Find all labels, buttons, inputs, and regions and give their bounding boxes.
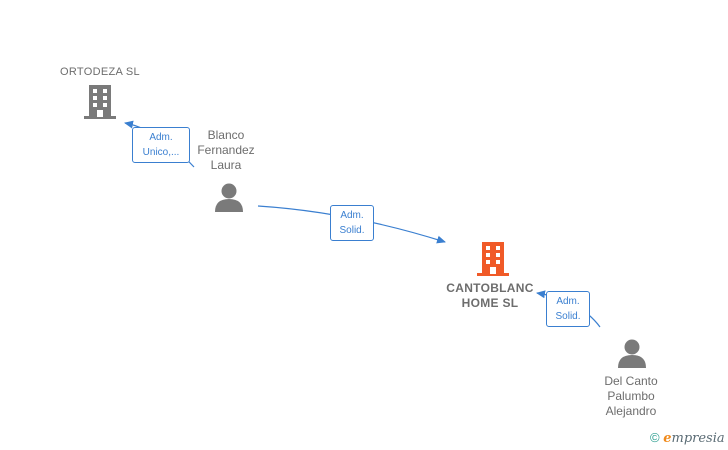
- company-label-ortodeza[interactable]: ORTODEZA SL: [60, 66, 140, 78]
- company-label-cantoblanc[interactable]: CANTOBLANC HOME SL: [446, 281, 534, 310]
- brand-watermark: © empresia: [650, 430, 725, 446]
- edge-label-blanco-cantoblanc[interactable]: Adm. Solid.: [330, 205, 374, 241]
- building-icon[interactable]: [84, 84, 116, 120]
- building-icon[interactable]: [477, 241, 509, 277]
- copyright-icon: ©: [650, 430, 660, 445]
- person-icon[interactable]: [616, 339, 648, 369]
- edge-label-blanco-ortodeza[interactable]: Adm. Unico,...: [132, 127, 190, 163]
- brand-logo: empresia: [663, 431, 725, 446]
- edge-label-delcanto-cantoblanc[interactable]: Adm. Solid.: [546, 291, 590, 327]
- person-label-delcanto[interactable]: Del Canto Palumbo Alejandro: [604, 374, 658, 418]
- person-icon[interactable]: [213, 183, 245, 213]
- person-label-blanco[interactable]: Blanco Fernandez Laura: [197, 128, 255, 172]
